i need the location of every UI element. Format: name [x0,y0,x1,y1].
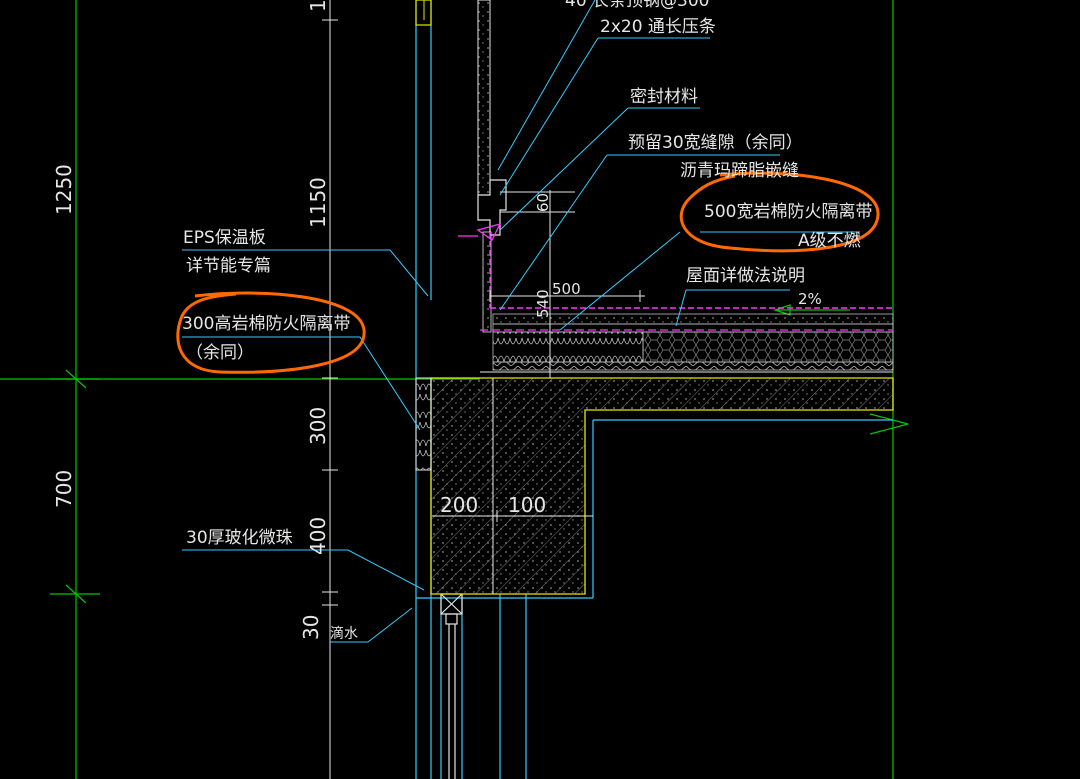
dimension-texts: 1250 700 1150 300 400 30 1 200 100 60 54… [52,0,822,640]
concrete-slab [430,377,894,595]
label-glass-bead: 30厚玻化微珠 [186,528,293,548]
rockwool-fire-band-300 [415,377,432,471]
circle-500-band [679,171,880,253]
label-class-a: A级不燃 [798,231,861,251]
leader-lines [182,0,860,643]
dim-1150: 1150 [306,177,330,228]
dim-top-cut: 1 [306,0,330,12]
dimension-lines-horizontal [432,190,645,522]
dimension-chain-vertical [322,0,338,779]
dim-1250: 1250 [52,164,76,215]
dim-60: 60 [534,193,552,212]
label-roof-ref: 屋面详做法说明 [686,266,805,286]
parapet-detail [415,0,893,333]
dim-700: 700 [52,470,76,508]
dim-30: 30 [299,615,323,640]
dim-300: 300 [306,407,330,445]
orange-highlight-circles [176,171,880,374]
label-eps-ref: 详节能专篇 [186,256,271,276]
dim-200: 200 [440,493,478,517]
dim-slope: 2% [798,290,822,308]
label-fire-band-300: 300高岩棉防火隔离带 [182,314,350,334]
dim-540: 540 [534,289,552,318]
label-eps-board: EPS保温板 [183,228,266,248]
label-sealant: 密封材料 [630,87,698,107]
dim-400: 400 [306,517,330,555]
label-gap-reserve: 预留30宽缝隙（余同） [628,133,803,153]
label-press-strip: 2x20 通长压条 [600,17,716,37]
roof-build-up [480,313,894,373]
window-frame [440,593,463,779]
label-asphalt-caulk: 沥青玛蹄脂嵌缝 [680,161,799,181]
label-top-partial: 40 长条顶钢@300 [565,0,709,11]
label-same-rest: （余同） [186,343,254,363]
dim-100: 100 [508,493,546,517]
dim-500: 500 [552,280,581,298]
green-guide-lines [0,0,909,779]
text-labels: 40 长条顶钢@300 2x20 通长压条 密封材料 预留30宽缝隙（余同） 沥… [182,0,872,642]
circle-300-band [176,291,366,374]
label-drip: 滴水 [330,625,358,642]
label-fire-band-500: 500宽岩棉防火隔离带 [704,202,872,222]
